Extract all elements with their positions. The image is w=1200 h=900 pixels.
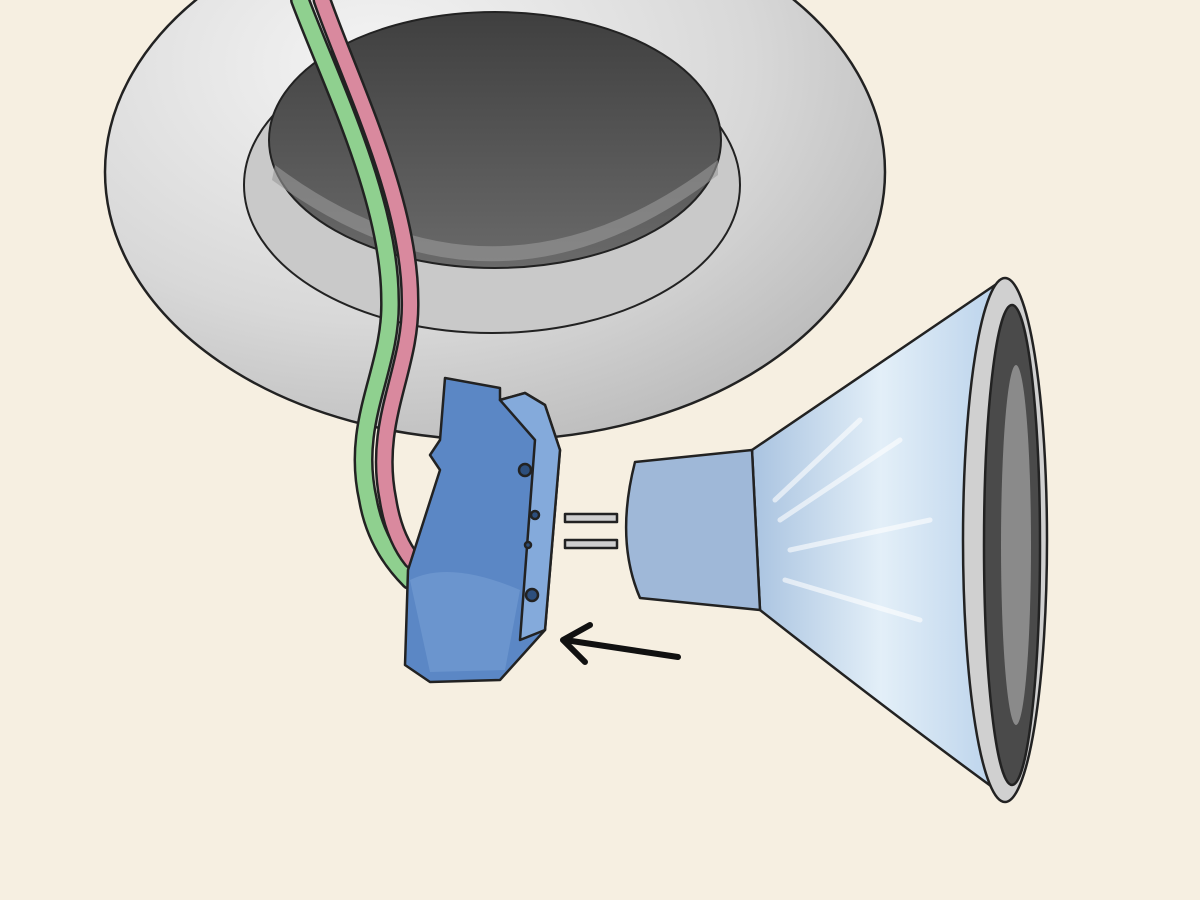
pink-wire [315,0,419,567]
socket-connector [403,376,562,684]
wires [290,0,422,590]
bulb-pin [563,538,619,550]
bulb-neck [624,448,762,612]
mr16-bulb [563,276,1049,804]
arrow-icon [560,622,681,665]
bulb-pin [563,512,619,524]
green-wire [292,0,418,588]
